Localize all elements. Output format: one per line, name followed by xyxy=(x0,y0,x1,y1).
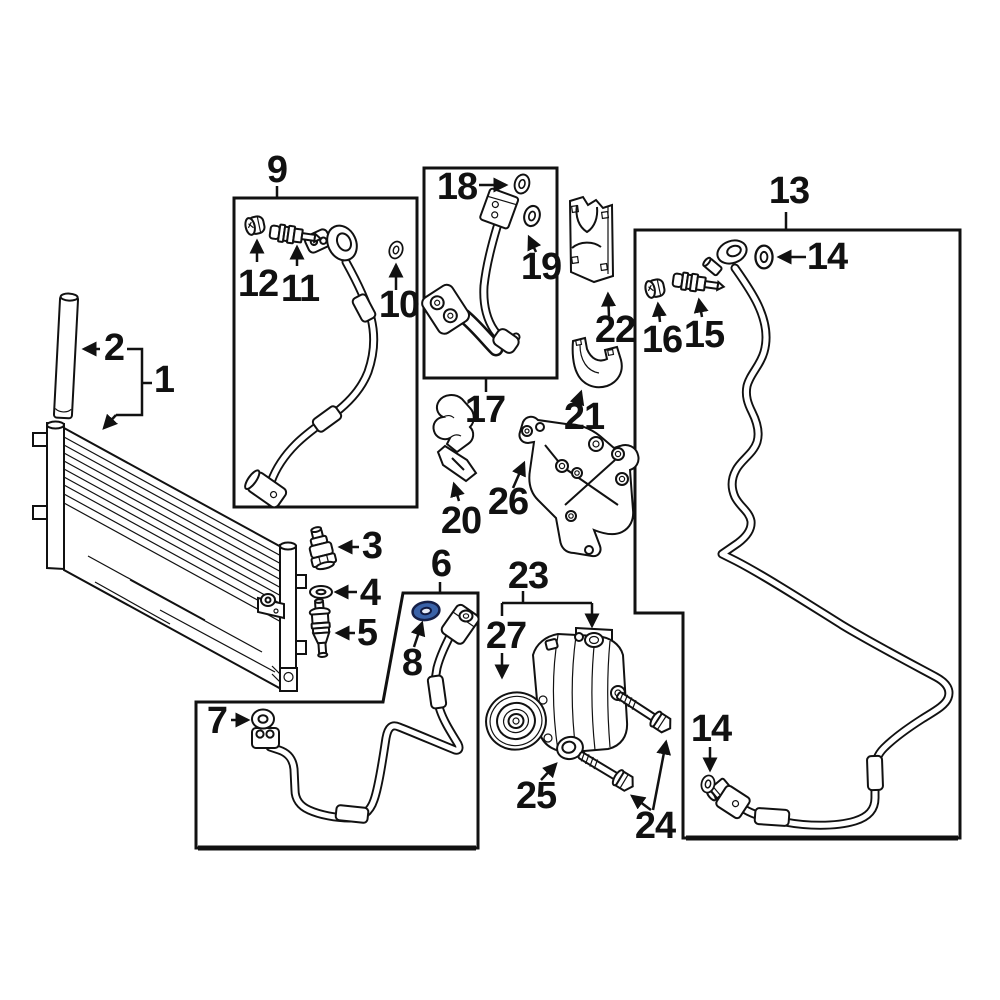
compressor-body xyxy=(531,626,629,754)
hose-17-assembly xyxy=(421,187,521,355)
leader-22 xyxy=(601,291,617,317)
callout-14-top: 14 xyxy=(806,236,848,278)
callout-leader-1-2 xyxy=(81,341,152,430)
shield-21 xyxy=(571,336,623,389)
callout-11: 11 xyxy=(280,268,320,310)
grommet-8-highlighted xyxy=(411,600,441,622)
callout-18: 18 xyxy=(436,166,478,208)
leader-16 xyxy=(651,301,667,323)
mount-bracket-26 xyxy=(518,415,640,558)
hose-6-assembly xyxy=(251,603,480,824)
callout-1: 1 xyxy=(153,359,175,401)
clamp-bracket-20 xyxy=(432,394,478,483)
compressor-pulley-27 xyxy=(485,691,547,751)
callout-20: 20 xyxy=(440,500,482,542)
callout-6: 6 xyxy=(430,543,452,585)
callout-12: 12 xyxy=(237,263,279,305)
condenser-left-header xyxy=(32,420,65,571)
hose-13-assembly xyxy=(702,239,949,827)
callout-13: 13 xyxy=(768,170,810,212)
leader-19 xyxy=(527,234,542,253)
seal-4 xyxy=(309,585,333,599)
callout-8: 8 xyxy=(401,642,423,684)
callout-22: 22 xyxy=(594,309,636,351)
leader-25 xyxy=(540,762,558,781)
callout-7: 7 xyxy=(206,700,228,742)
condenser-core xyxy=(63,426,284,692)
box-6 xyxy=(194,582,480,851)
o-ring-14-top xyxy=(754,244,774,270)
receiver-drier-tube xyxy=(52,292,80,420)
leader-15 xyxy=(693,297,709,318)
callout-5: 5 xyxy=(356,612,378,654)
callout-4: 4 xyxy=(359,572,381,614)
callout-25: 25 xyxy=(515,775,557,817)
callout-26: 26 xyxy=(487,481,529,523)
leader-24 xyxy=(629,739,672,812)
callout-10: 10 xyxy=(378,284,420,326)
hose-6-bottom-fitting xyxy=(251,727,280,749)
callout-14-bottom: 14 xyxy=(690,708,732,750)
washer-7 xyxy=(251,708,275,730)
callout-17: 17 xyxy=(464,389,506,431)
callout-3: 3 xyxy=(361,525,383,567)
callout-bracket-23 xyxy=(500,591,600,629)
cap-12 xyxy=(242,214,267,237)
box-13 xyxy=(633,212,962,841)
callout-15: 15 xyxy=(683,314,725,356)
seal-25 xyxy=(556,735,584,761)
callout-2: 2 xyxy=(103,327,125,369)
pressure-switch-3 xyxy=(308,526,338,571)
callout-27: 27 xyxy=(485,615,527,657)
callout-21: 21 xyxy=(563,396,605,438)
cap-16 xyxy=(642,277,667,300)
callout-24: 24 xyxy=(634,805,676,847)
leader-20 xyxy=(450,481,465,502)
hose-17-top-block xyxy=(479,187,520,230)
leader-8 xyxy=(410,620,426,648)
bolt-24b xyxy=(574,746,639,795)
hose-17-flange xyxy=(421,283,471,335)
callout-19: 19 xyxy=(520,246,562,288)
service-valve-5 xyxy=(308,598,331,658)
hose-13-bottom-fitting xyxy=(715,784,751,820)
callout-9: 9 xyxy=(266,149,288,191)
hose-9-bottom-fitting xyxy=(244,469,288,509)
shield-22 xyxy=(568,195,615,284)
leader-21 xyxy=(569,389,585,407)
leader-26 xyxy=(511,460,526,489)
box-9 xyxy=(232,186,419,509)
condenser-right-header xyxy=(257,541,307,692)
callout-16: 16 xyxy=(641,319,683,361)
callout-23: 23 xyxy=(507,555,549,597)
